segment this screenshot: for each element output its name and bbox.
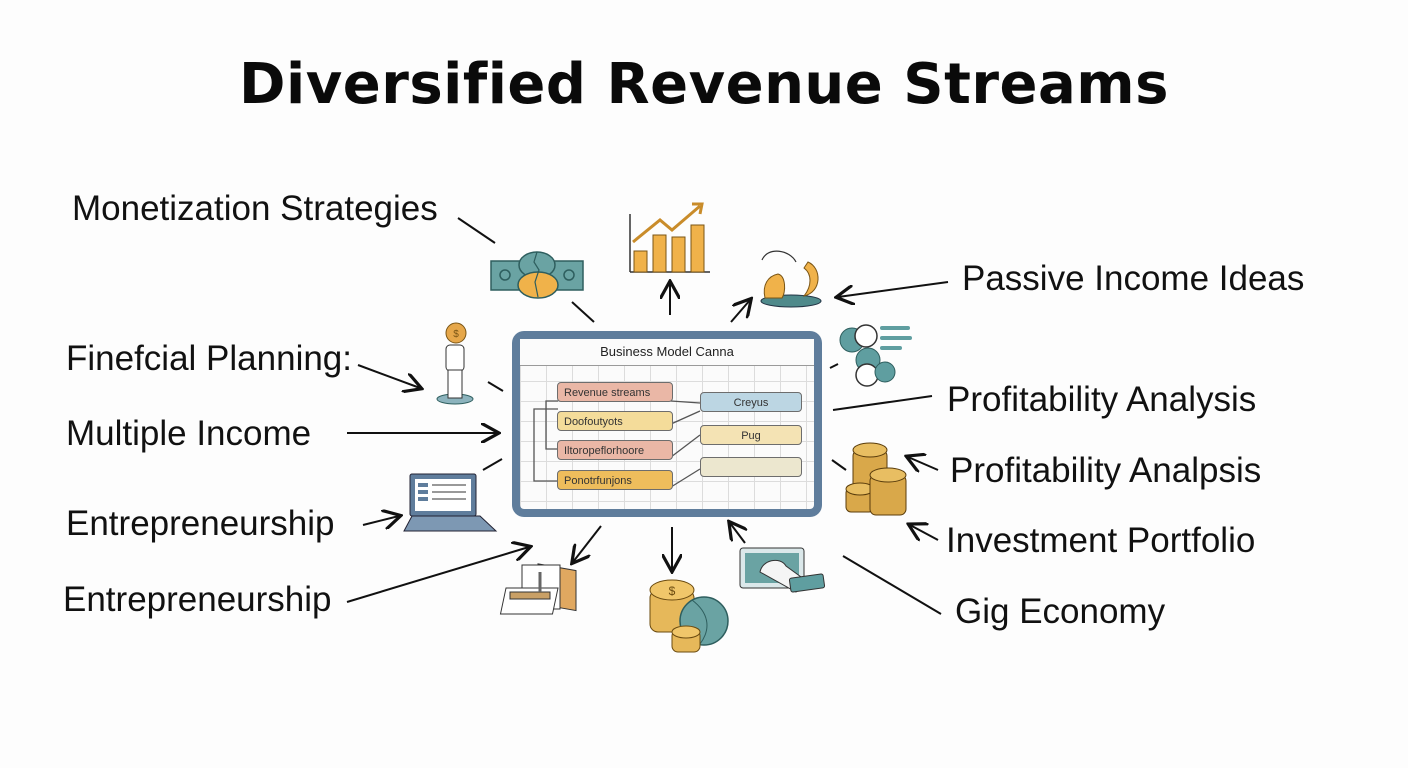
svg-text:$: $ <box>669 584 676 598</box>
canvas-title: Business Model Canna <box>520 339 814 366</box>
hand-coin-icon <box>760 250 822 308</box>
money-bill-icon <box>490 251 584 299</box>
label-monetization-strategies: Monetization Strategies <box>72 189 438 228</box>
laptop-icon <box>403 473 498 532</box>
diagram-title: Diversified Revenue Streams <box>239 52 1169 117</box>
coin-stack-globe-icon: $ <box>649 579 729 653</box>
canvas-box-2: Doofoutyots <box>557 411 673 431</box>
growth-chart-icon <box>629 202 710 273</box>
laptop-card-icon <box>739 547 826 593</box>
label-passive-income-ideas: Passive Income Ideas <box>962 259 1305 298</box>
coins-flow-icon <box>839 324 912 387</box>
label-entrepreneurship-1: Entrepreneurship <box>66 504 335 543</box>
label-financial-planning: Finefcial Planning: <box>66 339 352 378</box>
coin-person-icon: $ <box>436 322 474 405</box>
label-multiple-income: Multiple Income <box>66 414 312 453</box>
coin-stacks-icon <box>845 442 907 516</box>
label-profitability-analysis: Profitability Analysis <box>947 380 1257 419</box>
documents-icon <box>499 563 577 615</box>
canvas-box-4: Ponotrfunjons <box>557 470 673 490</box>
label-entrepreneurship-2: Entrepreneurship <box>63 580 332 619</box>
canvas-box-revenue-streams: Revenue streams <box>557 382 673 402</box>
business-model-canvas: Business Model Canna Revenue streams Doo… <box>512 331 822 517</box>
svg-text:$: $ <box>453 329 459 340</box>
label-profitability-analpsis: Profitability Analpsis <box>950 451 1262 490</box>
canvas-box-empty <box>700 457 802 477</box>
canvas-connectors <box>533 400 701 488</box>
label-gig-economy: Gig Economy <box>955 592 1166 631</box>
label-investment-portfolio: Investment Portfolio <box>946 521 1256 560</box>
canvas-box-creyus: Creyus <box>700 392 802 412</box>
canvas-box-3: Iltoropeflorhoore <box>557 440 673 460</box>
canvas-box-pug: Pug <box>700 425 802 445</box>
